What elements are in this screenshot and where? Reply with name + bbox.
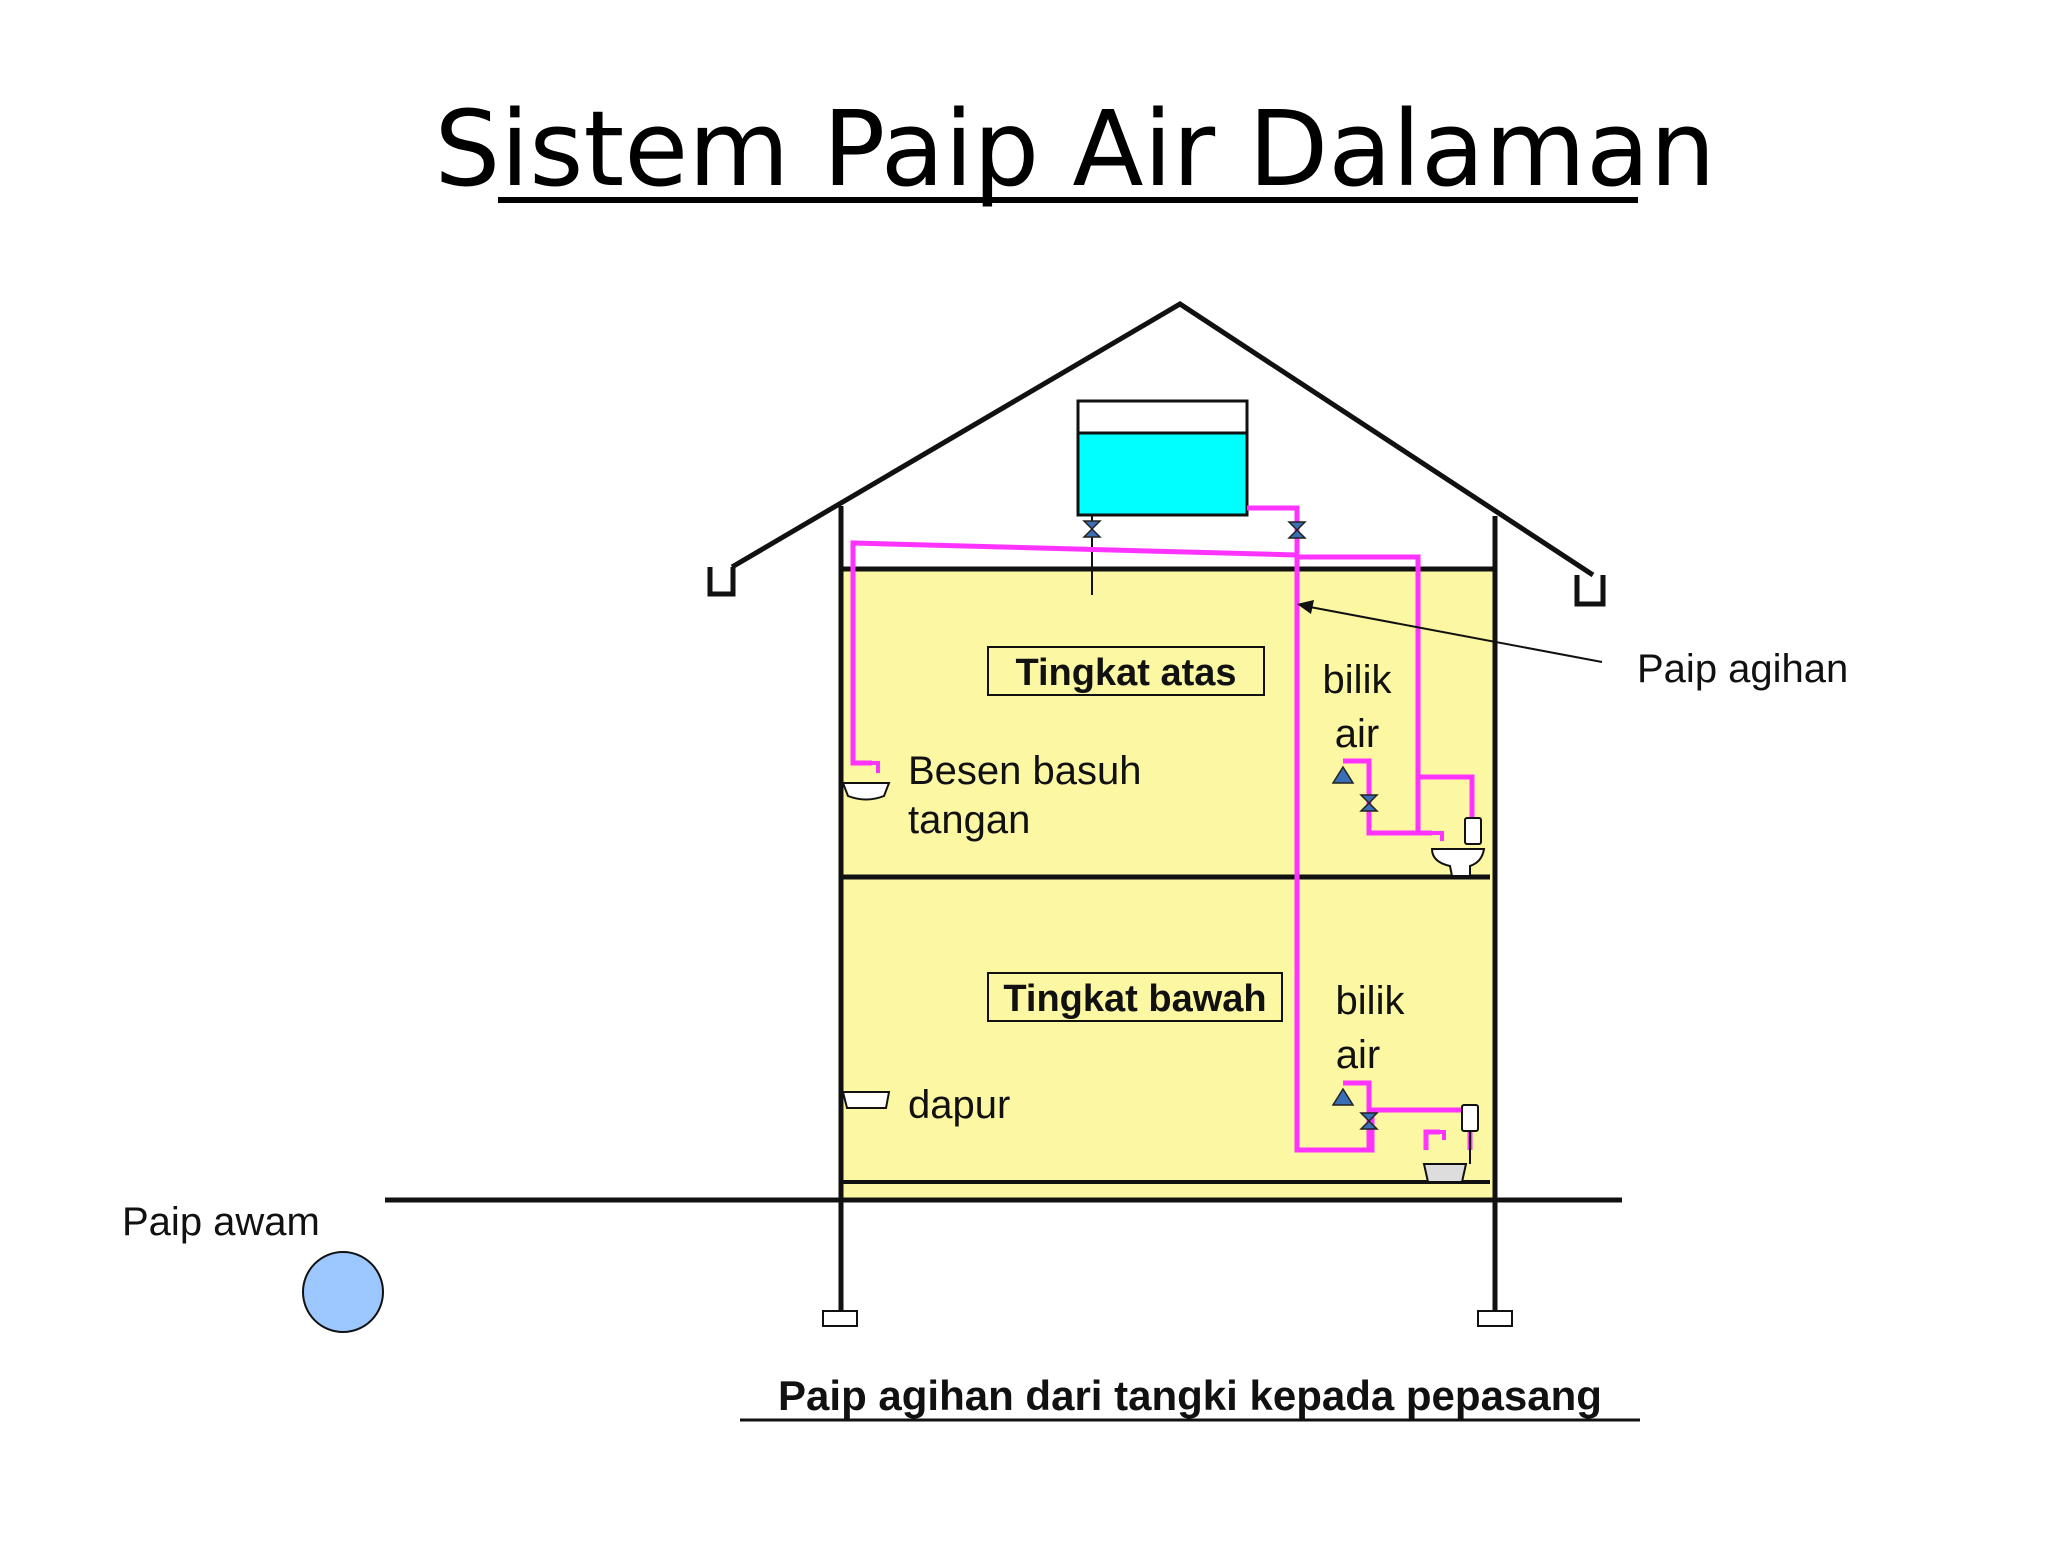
label-kitchen: dapur [908, 1083, 1010, 1127]
float-valve-icon [1331, 765, 1355, 784]
gutter-right [1574, 575, 1606, 607]
roof [730, 301, 1595, 578]
public-pipe-icon [302, 1251, 384, 1333]
callout-line [1309, 606, 1603, 663]
label-bathroom-upper-2: air [1335, 712, 1379, 756]
toilet-icon [1430, 817, 1486, 877]
label-distribution-pipe: Paip agihan [1637, 647, 1848, 691]
label-bathroom-lower: bilik [1336, 979, 1406, 1023]
tap-icon [862, 761, 880, 773]
valve-icon [1082, 520, 1102, 538]
kitchen-sink-icon [841, 1091, 891, 1109]
label-bathroom-upper: bilik [1323, 658, 1393, 702]
footing-right [1477, 1310, 1513, 1327]
page-title: Sistem Paip Air Dalaman [434, 88, 1715, 210]
diagram-caption: Paip agihan dari tangki kepada pepasang [778, 1372, 1602, 1419]
floor-label-upper: Tingkat atas [1015, 652, 1236, 694]
tap-icon [1425, 831, 1444, 841]
label-basin-2: tangan [908, 798, 1030, 842]
tap-icon [1430, 1130, 1446, 1140]
basin-icon [841, 782, 891, 801]
valve-icon [1359, 794, 1379, 812]
gutter-left [707, 567, 736, 597]
label-public-pipe: Paip awam [122, 1200, 320, 1244]
label-bathroom-lower-2: air [1336, 1033, 1380, 1077]
footing-left [822, 1310, 858, 1327]
float-valve-icon [1331, 1087, 1355, 1106]
toilet-icon [1422, 1104, 1479, 1183]
label-basin: Besen basuh [908, 749, 1142, 793]
valve-icon [1287, 521, 1307, 539]
water-tank [1076, 399, 1249, 517]
callout-arrow-icon [1297, 600, 1314, 614]
valve-icon [1359, 1112, 1379, 1130]
floor-label-lower: Tingkat bawah [1003, 978, 1266, 1020]
floor-label-box-upper [987, 646, 1265, 696]
floor-label-box-lower [987, 972, 1283, 1022]
water-tank-water [1078, 433, 1247, 515]
house-interior [840, 568, 1495, 1200]
